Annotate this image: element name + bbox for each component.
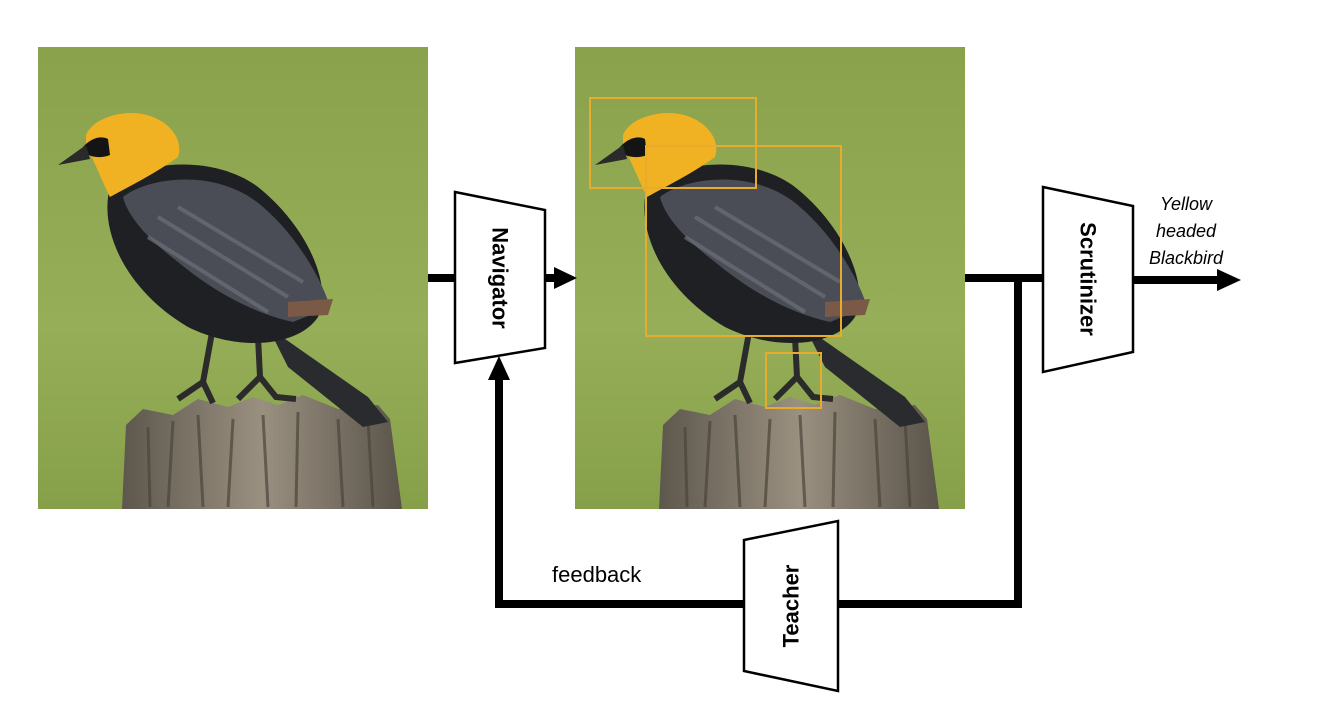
output-label-line1: Yellow bbox=[1160, 194, 1213, 214]
teacher-label: Teacher bbox=[779, 564, 804, 647]
feedback-label: feedback bbox=[552, 562, 642, 587]
annotated-image bbox=[575, 47, 965, 509]
teacher-block: Teacher bbox=[742, 519, 840, 693]
scrutinizer-label: Scrutinizer bbox=[1076, 222, 1101, 336]
output-arrowhead bbox=[1217, 269, 1241, 291]
scrutinizer-block: Scrutinizer bbox=[1041, 185, 1135, 374]
input-image bbox=[38, 47, 428, 509]
output-label-line2: headed bbox=[1156, 221, 1217, 241]
connections bbox=[428, 267, 1241, 608]
navigator-block: Navigator bbox=[453, 190, 547, 365]
region-box-leg bbox=[765, 352, 822, 409]
region-box-body bbox=[645, 145, 842, 337]
region-box-head bbox=[589, 97, 757, 189]
feedback-arrowhead bbox=[488, 356, 510, 380]
output-label-line3: Blackbird bbox=[1149, 248, 1224, 268]
navigator-to-image-arrowhead bbox=[554, 267, 577, 289]
navigator-label: Navigator bbox=[488, 227, 513, 329]
